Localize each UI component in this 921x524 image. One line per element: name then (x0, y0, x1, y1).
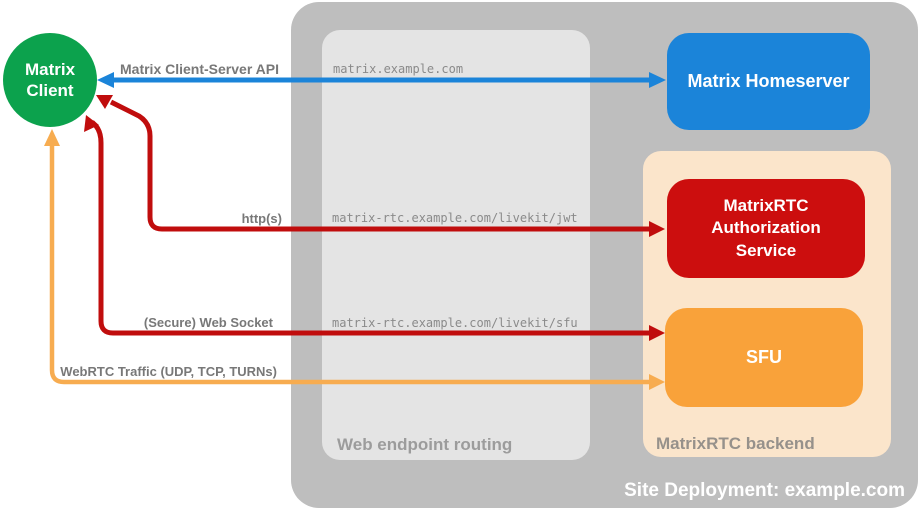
endpoint-livekit-sfu: matrix-rtc.example.com/livekit/sfu (332, 316, 578, 330)
sfu-node: SFU (665, 308, 863, 407)
auth-service-label: MatrixRTC Authorization Service (711, 196, 821, 260)
matrix-client-node: Matrix Client (3, 33, 97, 127)
webrtc-arrowhead-client (44, 129, 60, 146)
websocket-arrowhead-client (84, 115, 99, 132)
client-server-api-arrowhead-client (97, 72, 114, 88)
sfu-label: SFU (746, 347, 782, 367)
client-server-api-label: Matrix Client-Server API (120, 61, 279, 77)
site-deployment-label: Site Deployment: example.com (624, 480, 905, 501)
web-endpoint-routing-container (322, 30, 590, 460)
endpoint-livekit-jwt: matrix-rtc.example.com/livekit/jwt (332, 211, 578, 225)
auth-service-node: MatrixRTC Authorization Service (667, 179, 865, 278)
matrix-homeserver-node: Matrix Homeserver (667, 33, 870, 130)
https-label: http(s) (241, 211, 282, 226)
websocket-label: (Secure) Web Socket (143, 315, 273, 330)
https-arrowhead-client (96, 95, 113, 109)
matrix-homeserver-label: Matrix Homeserver (687, 71, 850, 91)
endpoint-matrix: matrix.example.com (333, 62, 464, 76)
web-endpoint-routing-label: Web endpoint routing (337, 435, 513, 454)
matrix-client-label: Matrix Client (24, 59, 76, 100)
matrixrtc-backend-label: MatrixRTC backend (656, 434, 815, 453)
webrtc-traffic-label: WebRTC Traffic (UDP, TCP, TURNs) (60, 364, 277, 379)
